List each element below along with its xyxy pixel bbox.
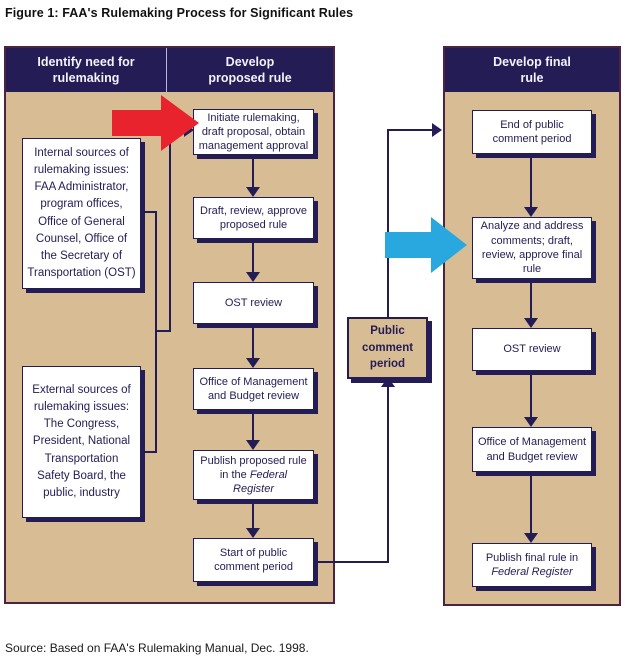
connector-start-to-comment [317,561,389,563]
box-omb-review-proposed: Office of Management and Budget review [193,368,314,410]
header-divider [166,48,167,92]
right-panel-header: Develop final rule [445,48,619,92]
box-public-comment-period: Public comment period [347,317,428,379]
arrowhead-into-final-panel [432,123,442,137]
connector-internal-horizontal [141,211,157,213]
box-draft-review-approve: Draft, review, approve proposed rule [193,197,314,239]
flow-line-9 [530,475,532,534]
box-start-comment-period: Start of public comment period [193,538,314,582]
blue-highlight-arrow [385,217,467,273]
figure-source: Source: Based on FAA's Rulemaking Manual… [5,641,309,655]
header-develop-proposed: Develop proposed rule [208,54,292,85]
flow-arrowhead-8 [524,417,538,427]
box-publish-proposed-rule: Publish proposed rule in the Federal Reg… [193,450,314,500]
publish-final-text: Publish final rule in Federal Register [485,551,579,578]
box-external-sources: External sources of rulemaking issues: T… [22,366,141,518]
flow-line-2 [252,242,254,273]
flow-line-5 [252,503,254,529]
box-ost-review-final: OST review [472,328,592,371]
connector-up-vertical [169,129,171,332]
flow-line-1 [252,158,254,189]
left-panel-header: Identify need for rulemaking Develop pro… [6,48,333,92]
flow-arrowhead-3 [246,358,260,368]
connector-comment-to-final-horizontal [387,129,433,131]
connector-comment-to-final-vertical [387,129,389,317]
flow-arrowhead-5 [246,528,260,538]
box-ost-review-proposed: OST review [193,282,314,324]
box-analyze-comments: Analyze and address comments; draft, rev… [472,217,592,279]
flow-arrowhead-9 [524,533,538,543]
red-highlight-arrow [112,95,199,151]
box-omb-review-final: Office of Management and Budget review [472,427,592,472]
flow-arrowhead-6 [524,207,538,217]
box-internal-sources: Internal sources of rulemaking issues: F… [22,138,141,289]
arrowhead-into-comment-box [381,377,395,387]
flow-arrowhead-4 [246,440,260,450]
box-initiate-rulemaking: Initiate rulemaking, draft proposal, obt… [193,109,314,155]
flow-line-7 [530,282,532,319]
box-publish-final-rule: Publish final rule in Federal Register [472,543,592,587]
flow-arrowhead-2 [246,272,260,282]
flow-line-3 [252,327,254,359]
box-end-comment-period: End of public comment period [472,110,592,154]
flow-line-6 [530,157,532,208]
figure-title: Figure 1: FAA's Rulemaking Process for S… [5,6,354,20]
connector-mid-jog [155,330,171,332]
connector-bracket-vertical [155,211,157,453]
flow-arrowhead-7 [524,318,538,328]
flow-arrowhead-1 [246,187,260,197]
header-develop-final: Develop final rule [493,54,571,85]
header-identify-need: Identify need for rulemaking [37,54,135,85]
publish-proposed-text: Publish proposed rule in the Federal Reg… [200,454,307,496]
connector-external-horizontal [141,451,157,453]
connector-comment-up [387,386,389,563]
flow-line-8 [530,374,532,418]
flow-line-4 [252,413,254,441]
